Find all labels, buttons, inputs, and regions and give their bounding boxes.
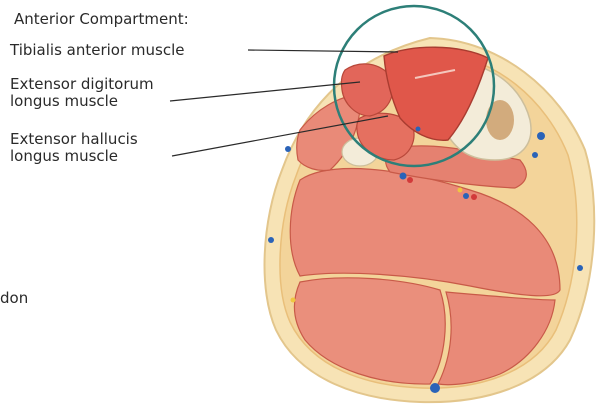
- anterior-compartment-heading: Anterior Compartment:: [14, 10, 189, 28]
- extensor-digitorum-label: Extensor digitorum longus muscle: [10, 76, 154, 110]
- vessel: [577, 265, 583, 271]
- vessel: [285, 146, 291, 152]
- vessel: [463, 193, 469, 199]
- extensor-digitorum-label-line2: longus muscle: [10, 93, 154, 110]
- extensor-hallucis-label-line1: Extensor hallucis: [10, 131, 138, 148]
- vessel: [458, 188, 463, 193]
- vessel: [532, 152, 538, 158]
- extensor-hallucis-label: Extensor hallucis longus muscle: [10, 131, 138, 165]
- extensor-digitorum-label-line1: Extensor digitorum: [10, 76, 154, 93]
- vessel: [400, 173, 407, 180]
- vessel: [407, 177, 413, 183]
- vessel: [268, 237, 274, 243]
- cut-off-label: don: [0, 289, 28, 307]
- vessel: [416, 127, 421, 132]
- tibialis-anterior-label: Tibialis anterior muscle: [10, 41, 185, 59]
- extensor-hallucis-label-line2: longus muscle: [10, 148, 138, 165]
- vessel: [291, 298, 296, 303]
- leader-line-tibialis: [248, 50, 398, 52]
- vessel: [471, 194, 477, 200]
- vessel: [430, 383, 440, 393]
- vessel: [537, 132, 545, 140]
